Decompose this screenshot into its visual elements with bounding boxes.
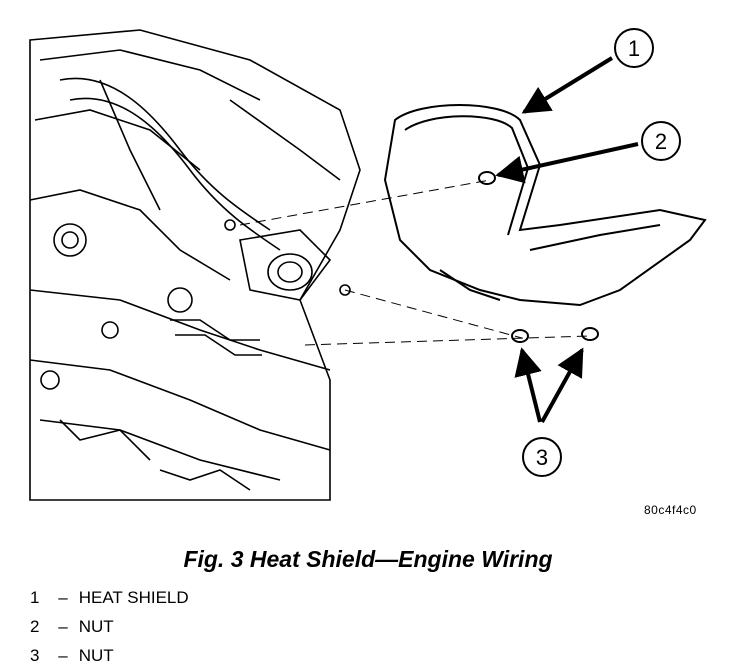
dashed-leader-lines [239, 179, 591, 346]
legend-label: HEAT SHIELD [78, 588, 189, 607]
legend-label: NUT [78, 617, 114, 636]
legend-item: 1– HEAT SHIELD [30, 583, 189, 612]
figure-caption: Fig. 3 Heat Shield—Engine Wiring [183, 546, 553, 572]
figure-code: 80c4f4c0 [644, 503, 697, 517]
legend-number: 3 [30, 646, 40, 665]
legend-label: NUT [78, 646, 114, 665]
callout-1: 1 [614, 28, 654, 68]
nut-drawings [478, 171, 599, 343]
callout-arrows [495, 56, 639, 423]
heat-shield-diagram: 1 2 3 [29, 28, 707, 501]
legend-dash: – [58, 646, 68, 665]
parts-legend: 1– HEAT SHIELD 2– NUT 3– NUT [30, 583, 189, 670]
callout-2-label: 2 [655, 129, 667, 154]
legend-number: 2 [30, 617, 40, 636]
legend-dash: – [58, 617, 68, 636]
callout-2: 2 [641, 121, 681, 161]
callout-1-label: 1 [628, 36, 640, 61]
callout-3-label: 3 [536, 445, 548, 470]
heat-shield-drawing [383, 104, 707, 307]
legend-number: 1 [30, 588, 40, 607]
callout-3: 3 [522, 437, 562, 477]
legend-item: 3– NUT [30, 641, 189, 670]
legend-item: 2– NUT [30, 612, 189, 641]
legend-dash: – [58, 588, 68, 607]
engine-block-drawing [29, 29, 361, 501]
